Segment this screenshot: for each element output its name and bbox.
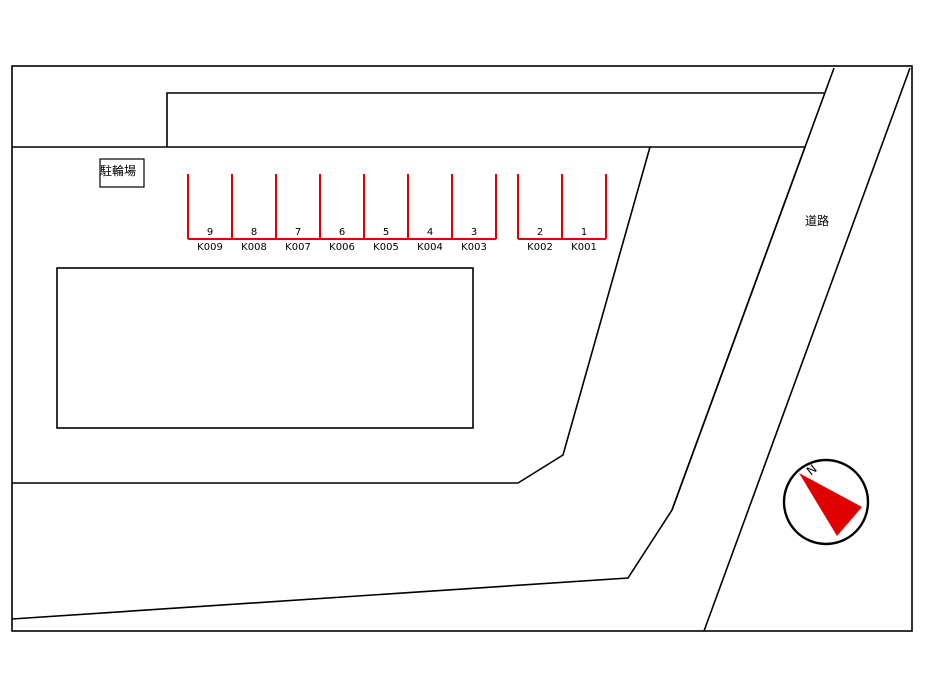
bicycle-parking-label: 駐輪場 — [100, 163, 136, 178]
stall-number: 8 — [251, 227, 257, 238]
stall-number: 2 — [537, 227, 543, 238]
stall-number: 1 — [581, 227, 587, 238]
stall-number: 4 — [427, 227, 433, 238]
site-right-boundary — [12, 146, 651, 484]
stall-code: K008 — [241, 242, 267, 253]
stall-code: K006 — [329, 242, 355, 253]
compass-arrow — [799, 473, 862, 536]
map-frame — [11, 65, 913, 632]
neighbor-lot-boundary — [166, 92, 824, 147]
stall-number: 5 — [383, 227, 389, 238]
stall-code: K009 — [197, 242, 223, 253]
building-footprint — [56, 267, 474, 429]
stall-code: K001 — [571, 242, 597, 253]
road-label: 道路 — [805, 213, 829, 228]
stall-code: K005 — [373, 242, 399, 253]
stall-number: 7 — [295, 227, 301, 238]
stall-code: K002 — [527, 242, 553, 253]
stall-number: 6 — [339, 227, 345, 238]
road-edge-right — [703, 67, 911, 632]
stall-number: 9 — [207, 227, 213, 238]
stall-code: K003 — [461, 242, 487, 253]
north-compass: N — [782, 458, 870, 546]
stall-code: K007 — [285, 242, 311, 253]
bicycle-parking-box — [99, 158, 145, 188]
stall-code: K004 — [417, 242, 443, 253]
stall-number: 3 — [471, 227, 477, 238]
road-edge-left — [671, 67, 835, 511]
